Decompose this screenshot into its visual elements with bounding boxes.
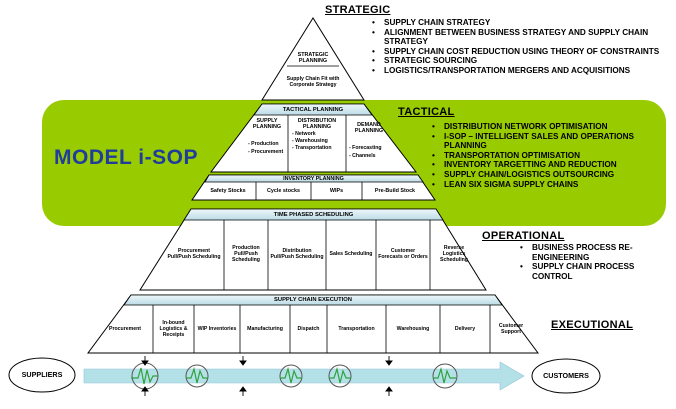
- distribution-planning-items: - Network - Warehousing - Transportation: [289, 131, 345, 152]
- demand-planning: DEMAND PLANNING - Forecasting - Channels: [347, 122, 391, 160]
- scheduling-item: Production Pull/Push Scheduling: [232, 245, 260, 263]
- supply-planning: SUPPLY PLANNING - Production - Procureme…: [246, 118, 288, 156]
- execution-item: Dispatch: [297, 326, 320, 332]
- strategic-bullets: SUPPLY CHAIN STRATEGY ALIGNMENT BETWEEN …: [372, 18, 662, 76]
- inventory-planning-title: INVENTORY PLANNING: [283, 175, 344, 182]
- customers-label: CUSTOMERS: [543, 371, 589, 380]
- execution-item: In-bound Logistics & Receipts: [159, 320, 188, 338]
- flow-arrows-small: [141, 356, 393, 396]
- scheduling-title: TIME PHASED SCHEDULING: [273, 211, 354, 218]
- execution-item: Delivery: [454, 326, 476, 332]
- demand-planning-items: - Forecasting - Channels: [347, 144, 391, 160]
- strategic-bullet: STRATEGIC SOURCING: [372, 56, 662, 66]
- level-title-executional: EXECUTIONAL: [551, 319, 634, 331]
- flow-arrow: [83, 361, 525, 391]
- strategic-bullet: ALIGNMENT BETWEEN BUSINESS STRATEGY AND …: [372, 28, 662, 47]
- inventory-planning-header: [204, 174, 424, 183]
- execution-item: Transportation: [338, 326, 375, 332]
- demand-item: - Forecasting: [349, 145, 382, 151]
- demand-planning-title: DEMAND PLANNING: [354, 122, 384, 134]
- pulse-waves: [131, 366, 456, 385]
- operational-bullet: SUPPLY CHAIN PROCESS CONTROL: [520, 262, 670, 281]
- strategic-bullet: SUPPLY CHAIN COST REDUCTION USING THEORY…: [372, 47, 662, 57]
- supply-planning-items: - Production - Procurement: [246, 140, 288, 156]
- level-title-tactical: TACTICAL: [398, 106, 455, 118]
- execution-item: Customer Support: [498, 323, 524, 335]
- strategic-planning-text: Supply Chain Fit with Corporate Strategy: [286, 76, 340, 88]
- distribution-item: - Warehousing: [292, 138, 328, 144]
- execution-item: WIP Inventories: [197, 326, 237, 332]
- distribution-item: - Network: [292, 131, 316, 137]
- tactical-bullet: SUPPLY CHAIN/LOGISTICS OUTSOURCING: [432, 170, 662, 180]
- tactical-planning-header: [253, 103, 373, 116]
- supply-item: - Procurement: [248, 149, 284, 155]
- operational-bullets: BUSINESS PROCESS RE-ENGINEERING SUPPLY C…: [520, 243, 670, 281]
- distribution-planning-title: DISTRIBUTION PLANNING: [297, 118, 337, 130]
- suppliers-label: SUPPLIERS: [21, 370, 63, 379]
- inventory-item: WIPs: [329, 188, 344, 194]
- supply-planning-title: SUPPLY PLANNING: [252, 118, 282, 130]
- scheduling-item: Reverse Logistics Scheduling: [440, 245, 468, 263]
- customers-oval: [531, 358, 601, 394]
- tactical-bullet: DISTRIBUTION NETWORK OPTIMISATION: [432, 122, 662, 132]
- execution-item: Procurement: [109, 326, 141, 332]
- scheduling-item: Customer Forecasts or Orders: [378, 248, 428, 260]
- tactical-planning-title: TACTICAL PLANNING: [282, 107, 344, 113]
- inventory-item: Cycle stocks: [267, 188, 300, 194]
- tactical-bullets: DISTRIBUTION NETWORK OPTIMISATION I-SOP …: [432, 122, 662, 189]
- tactical-bullet: INVENTORY TARGETTING AND REDUCTION: [432, 160, 662, 170]
- distribution-item: - Transportation: [292, 145, 332, 151]
- tactical-bullet: I-SOP – INTELLIGENT SALES AND OPERATIONS…: [432, 132, 662, 151]
- distribution-planning: DISTRIBUTION PLANNING - Network - Wareho…: [289, 118, 345, 152]
- scheduling-item: Sales Scheduling: [329, 251, 373, 257]
- execution-item: Manufacturing: [247, 326, 283, 332]
- inventory-item: Pre-Build Stock: [374, 188, 416, 194]
- tactical-bullet: TRANSPORTATION OPTIMISATION: [432, 151, 662, 161]
- strategic-triangle: [261, 17, 365, 101]
- inventory-item: Safety Stocks: [210, 188, 246, 194]
- execution-title: SUPPLY CHAIN EXECUTION: [274, 297, 352, 303]
- supply-item: - Production: [248, 141, 279, 147]
- demand-item: - Channels: [349, 153, 376, 159]
- scheduling-item: Distribution Pull/Push Scheduling: [270, 248, 324, 260]
- level-title-operational: OPERATIONAL: [482, 230, 565, 242]
- suppliers-oval: [8, 357, 76, 393]
- strategic-bullet: LOGISTICS/TRANSPORTATION MERGERS AND ACQ…: [372, 66, 662, 76]
- scheduling-item: Procurement Pull/Push Scheduling: [167, 248, 221, 260]
- operational-bullet: BUSINESS PROCESS RE-ENGINEERING: [520, 243, 670, 262]
- execution-item: Warehousing: [396, 326, 430, 332]
- scheduling-header: [183, 208, 444, 221]
- strategic-planning-title: STRATEGIC PLANNING: [297, 52, 329, 64]
- model-isop-label: MODEL i-SOP: [54, 146, 198, 169]
- execution-header: [123, 294, 503, 306]
- level-title-strategic: STRATEGIC: [325, 4, 391, 16]
- tactical-bullet: LEAN SIX SIGMA SUPPLY CHAINS: [432, 180, 662, 190]
- strategic-bullet: SUPPLY CHAIN STRATEGY: [372, 18, 662, 28]
